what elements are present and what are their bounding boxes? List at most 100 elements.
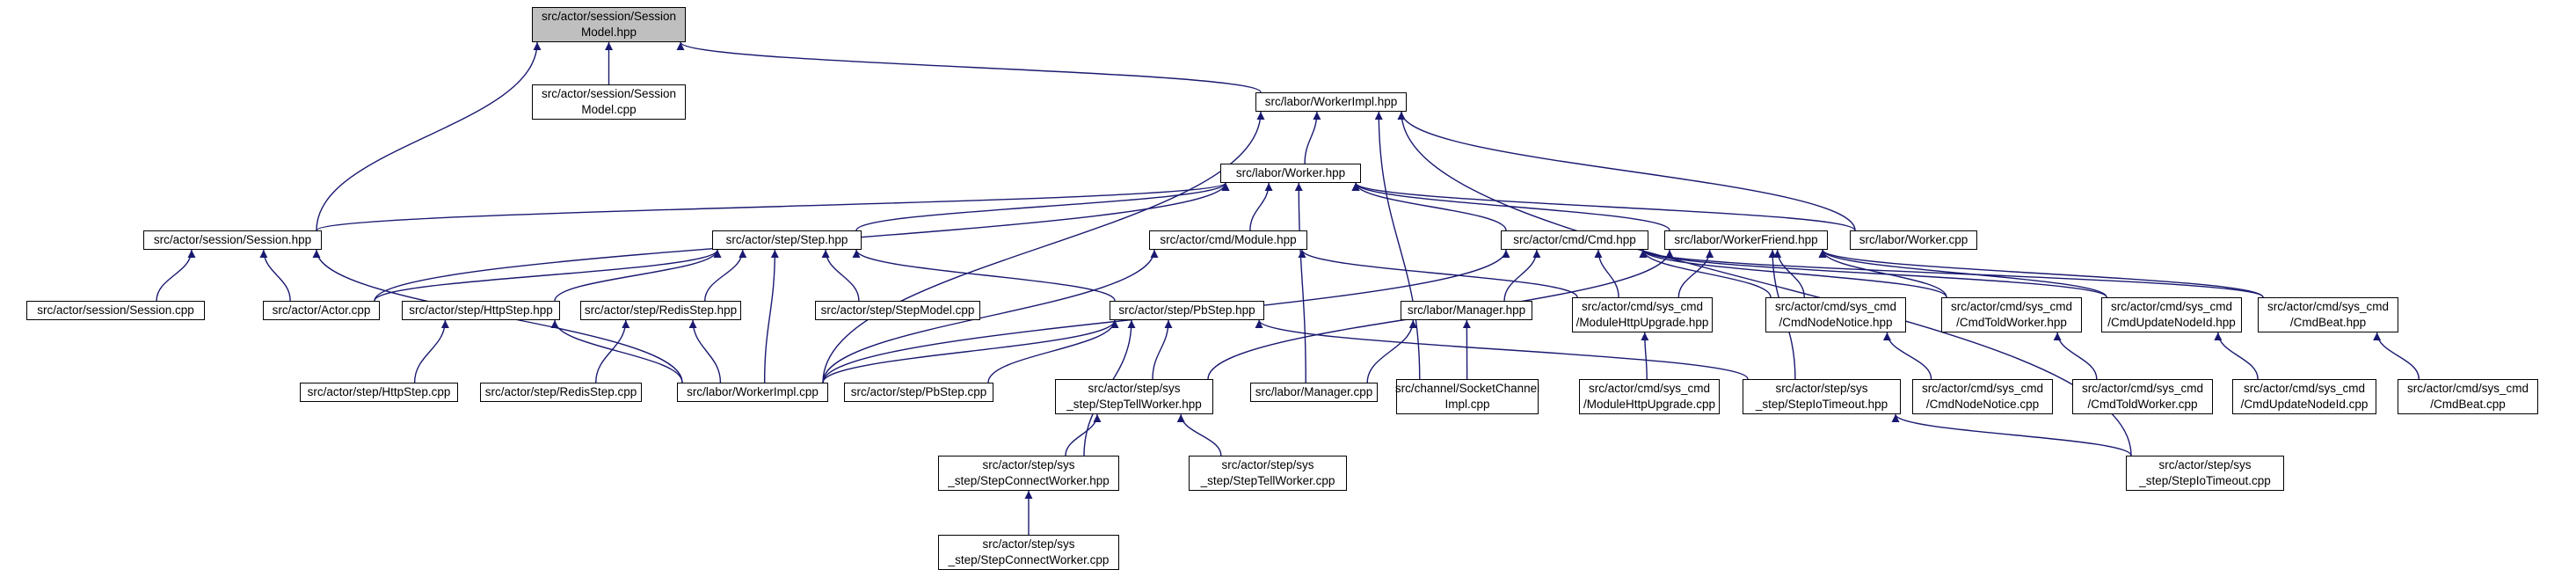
edge-cmd-hpp-to-manager-hpp: [1503, 249, 1541, 302]
node-manager-cpp[interactable]: src/labor/Manager.cpp: [1250, 383, 1378, 402]
node-cmd-update-node-id-hpp[interactable]: src/actor/cmd/sys_cmd/CmdUpdateNodeId.hp…: [2101, 297, 2242, 332]
node-label-line: src/actor/step/sys: [1775, 382, 1868, 395]
node-label-line: src/actor/cmd/Module.hpp: [1160, 233, 1297, 246]
edge-pb-step-hpp-to-step-io-timeout-hpp: [1255, 319, 1749, 380]
edge-worker-impl-hpp-to-worker-cpp: [1397, 111, 1856, 231]
node-pb-step-cpp[interactable]: src/actor/step/PbStep.cpp: [844, 383, 993, 402]
node-redis-step-cpp[interactable]: src/actor/step/RedisStep.cpp: [480, 383, 642, 402]
node-label-line: src/actor/step/sys: [982, 458, 1075, 471]
node-label-line: /CmdToldWorker.hpp: [1956, 316, 2067, 329]
node-pb-step-hpp[interactable]: src/actor/step/PbStep.hpp: [1110, 301, 1264, 320]
node-label-line: src/actor/step/HttpStep.hpp: [409, 303, 553, 317]
node-label-line: src/labor/Manager.hpp: [1407, 303, 1526, 317]
node-step-hpp[interactable]: src/actor/step/Step.hpp: [712, 230, 862, 250]
edge-worker-hpp-to-session-hpp: [316, 182, 1230, 231]
node-label-line: src/actor/session/Session.cpp: [37, 303, 194, 317]
edge-worker-hpp-to-worker-cpp: [1351, 182, 1856, 231]
node-step-model-cpp[interactable]: src/actor/step/StepModel.cpp: [815, 301, 980, 320]
edge-step-hpp-to-actor-cpp: [374, 249, 722, 302]
node-label-line: src/actor/step/HttpStep.cpp: [307, 385, 451, 398]
node-worker-hpp[interactable]: src/labor/Worker.hpp: [1220, 164, 1361, 183]
node-label-line: src/channel/SocketChannel: [1394, 382, 1540, 395]
node-cmd-told-worker-cpp[interactable]: src/actor/cmd/sys_cmd/CmdToldWorker.cpp: [2072, 379, 2213, 414]
node-module-http-upgrade-cpp[interactable]: src/actor/cmd/sys_cmd/ModuleHttpUpgrade.…: [1579, 379, 1720, 414]
node-label-line: src/actor/cmd/sys_cmd: [2110, 300, 2233, 313]
node-label-line: /CmdBeat.cpp: [2430, 398, 2506, 411]
edge-pb-step-hpp-to-worker-impl-cpp: [822, 319, 1119, 383]
node-label-line: src/actor/session/Session: [541, 87, 677, 100]
node-cmd-node-notice-hpp[interactable]: src/actor/cmd/sys_cmd/CmdNodeNotice.hpp: [1765, 297, 1906, 332]
node-cmd-beat-hpp[interactable]: src/actor/cmd/sys_cmd/CmdBeat.hpp: [2258, 297, 2398, 332]
node-label-line: /ModuleHttpUpgrade.hpp: [1575, 316, 1709, 329]
edge-step-hpp-to-http-step-hpp: [554, 249, 722, 302]
node-cmd-told-worker-hpp[interactable]: src/actor/cmd/sys_cmd/CmdToldWorker.hpp: [1941, 297, 2082, 332]
node-label-line: src/actor/step/RedisStep.cpp: [484, 385, 637, 398]
edge-worker-hpp-to-cmd-hpp: [1351, 182, 1507, 231]
node-label-line: src/actor/step/sys: [2158, 458, 2252, 471]
edge-step-hpp-to-redis-step-hpp: [704, 249, 747, 302]
node-http-step-hpp[interactable]: src/actor/step/HttpStep.hpp: [402, 301, 560, 320]
node-step-connect-worker-hpp[interactable]: src/actor/step/sys_step/StepConnectWorke…: [938, 456, 1119, 491]
edge-step-io-timeout-hpp-to-step-io-timeout-cpp: [1891, 413, 2132, 456]
node-session-cpp[interactable]: src/actor/session/Session.cpp: [26, 301, 205, 320]
node-label-line: src/actor/cmd/sys_cmd: [2267, 300, 2390, 313]
edge-cmd-hpp-to-cmd-node-notice-hpp: [1639, 249, 1772, 298]
node-label-line: /CmdNodeNotice.cpp: [1925, 398, 2040, 411]
edge-worker-impl-hpp-to-socket-channel-impl-cpp: [1374, 111, 1421, 380]
edge-session-model-hpp-to-worker-impl-hpp: [676, 41, 1262, 93]
node-step-tell-worker-cpp[interactable]: src/actor/step/sys_step/StepTellWorker.c…: [1189, 456, 1347, 491]
node-step-connect-worker-cpp[interactable]: src/actor/step/sys _step/StepConnectWorke…: [938, 535, 1119, 570]
node-cmd-beat-cpp[interactable]: src/actor/cmd/sys_cmd/CmdBeat.cpp: [2398, 379, 2538, 414]
node-label-line: src/labor/WorkerImpl.cpp: [687, 385, 819, 398]
node-label-line: src/actor/step/StepModel.cpp: [820, 303, 975, 317]
node-step-io-timeout-cpp[interactable]: src/actor/step/sys_step/StepIoTimeout.cp…: [2126, 456, 2284, 491]
node-label-line: src/actor/step/PbStep.cpp: [850, 385, 987, 398]
edge-worker-hpp-to-manager-cpp: [1294, 182, 1306, 383]
edge-worker-hpp-to-module-hpp: [1249, 182, 1273, 231]
node-module-http-upgrade-hpp[interactable]: src/actor/cmd/sys_cmd/ModuleHttpUpgrade.…: [1572, 297, 1713, 332]
node-redis-step-hpp[interactable]: src/actor/step/RedisStep.hpp: [580, 301, 741, 320]
node-label-line: Model.hpp: [580, 26, 637, 39]
edge-worker-friend-hpp-to-cmd-node-notice-hpp: [1773, 249, 1805, 298]
edge-pb-step-hpp-to-step-tell-worker-hpp: [1152, 319, 1173, 380]
edge-worker-impl-hpp-to-worker-hpp: [1304, 111, 1321, 164]
node-label-line: src/actor/cmd/sys_cmd: [2243, 382, 2366, 395]
node-label-line: src/actor/step/sys: [982, 537, 1075, 551]
node-worker-friend-hpp[interactable]: src/labor/WorkerFriend.hpp: [1664, 230, 1828, 250]
node-label-line: src/actor/cmd/sys_cmd: [1588, 382, 1711, 395]
node-step-io-timeout-hpp[interactable]: src/actor/step/sys_step/StepIoTimeout.hp…: [1743, 379, 1901, 414]
node-label-line: src/labor/WorkerImpl.hpp: [1264, 95, 1398, 108]
node-session-hpp[interactable]: src/actor/session/Session.hpp: [143, 230, 322, 250]
node-cmd-update-node-id-cpp[interactable]: src/actor/cmd/sys_cmd/CmdUpdateNodeId.cp…: [2232, 379, 2376, 414]
node-manager-hpp[interactable]: src/labor/Manager.hpp: [1401, 301, 1532, 320]
node-cmd-node-notice-cpp[interactable]: src/actor/cmd/sys_cmd/CmdNodeNotice.cpp: [1912, 379, 2053, 414]
node-module-hpp[interactable]: src/actor/cmd/Module.hpp: [1149, 230, 1307, 250]
node-worker-impl-cpp[interactable]: src/labor/WorkerImpl.cpp: [677, 383, 828, 402]
node-worker-impl-hpp[interactable]: src/labor/WorkerImpl.hpp: [1255, 92, 1407, 112]
node-cmd-hpp[interactable]: src/actor/cmd/Cmd.hpp: [1501, 230, 1648, 250]
node-http-step-cpp[interactable]: src/actor/step/HttpStep.cpp: [300, 383, 458, 402]
edge-step-tell-worker-hpp-to-step-connect-worker-hpp: [1065, 413, 1102, 456]
node-label-line: src/actor/cmd/sys_cmd: [2406, 382, 2529, 395]
node-actor-cpp[interactable]: src/actor/Actor.cpp: [263, 301, 380, 320]
node-label-line: _step/StepConnectWorker.cpp: [948, 553, 1110, 566]
edge-cmd-update-node-id-hpp-to-cmd-update-node-id-cpp: [2214, 332, 2259, 380]
edge-cmd-beat-hpp-to-cmd-beat-cpp: [2373, 332, 2420, 380]
node-step-tell-worker-hpp[interactable]: src/actor/step/sys_step/StepTellWorker.h…: [1055, 379, 1213, 414]
node-label-line: src/actor/cmd/sys_cmd: [2081, 382, 2204, 395]
edge-module-hpp-to-worker-impl-cpp: [822, 249, 1159, 383]
node-worker-cpp[interactable]: src/labor/Worker.cpp: [1850, 230, 1977, 250]
edge-http-step-hpp-to-http-step-cpp: [413, 319, 449, 383]
node-label-line: src/labor/WorkerFriend.hpp: [1674, 233, 1818, 246]
node-label-line: src/actor/cmd/sys_cmd: [1921, 382, 2044, 395]
edge-cmd-hpp-to-cmd-update-node-id-hpp: [1639, 249, 2107, 298]
node-label-line: /CmdNodeNotice.hpp: [1779, 316, 1893, 329]
edge-worker-friend-hpp-to-cmd-beat-hpp: [1818, 249, 2264, 298]
node-label-line: src/actor/session/Session: [541, 10, 677, 23]
edge-worker-hpp-to-step-hpp: [855, 182, 1230, 231]
edge-redis-step-hpp-to-worker-impl-cpp: [688, 319, 722, 383]
edge-step-hpp-to-worker-impl-cpp: [763, 249, 779, 383]
